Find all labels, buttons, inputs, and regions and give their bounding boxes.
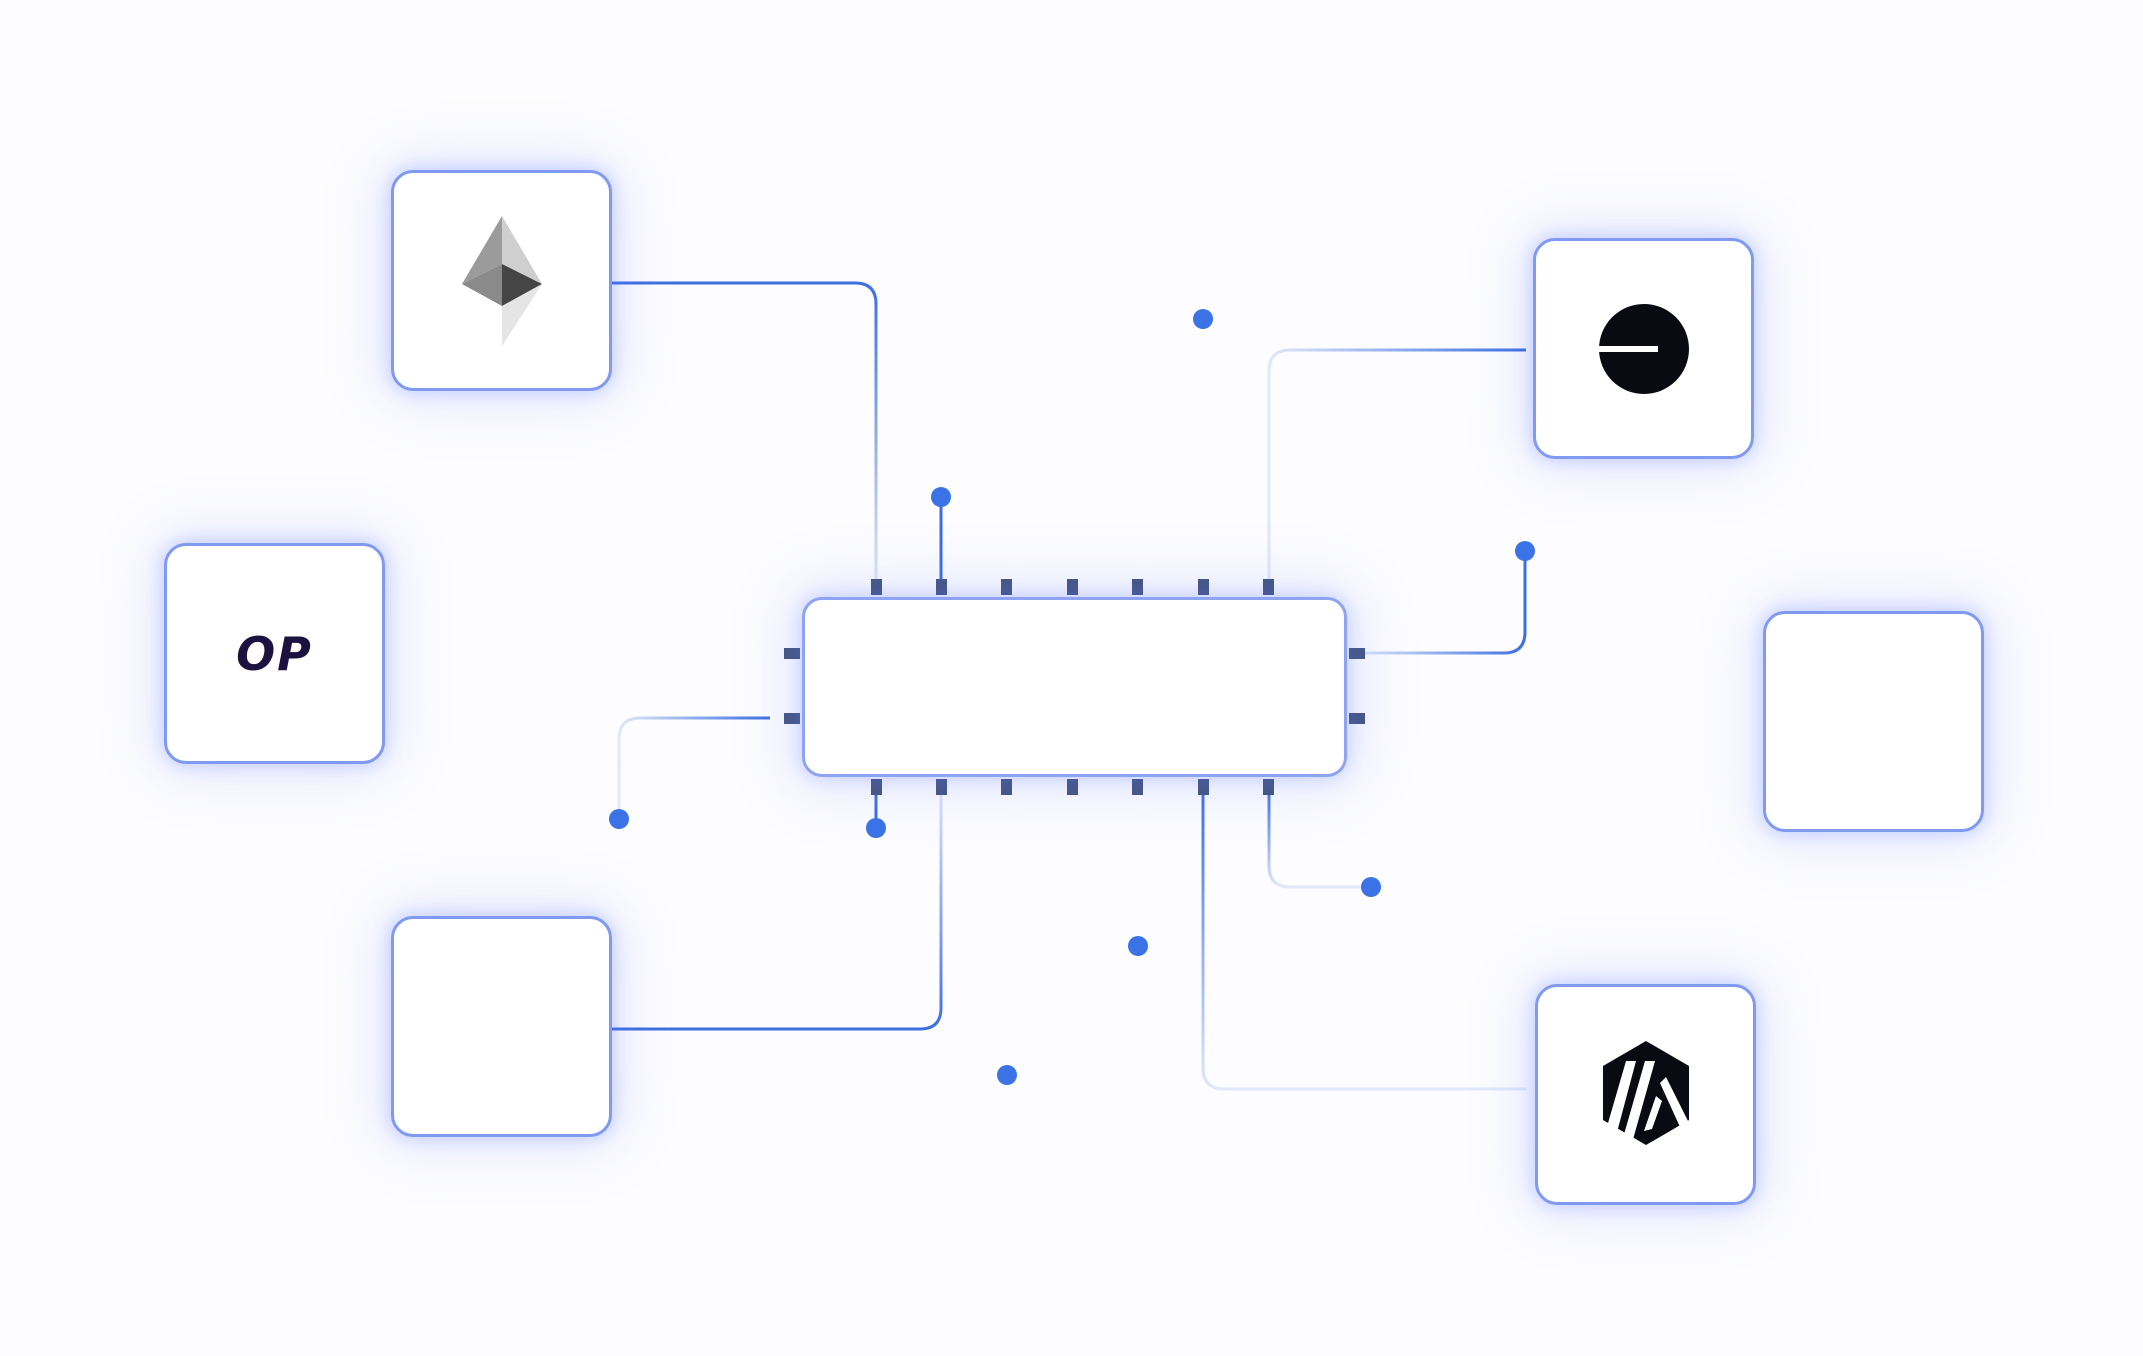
stub-bottom-4	[1267, 788, 1371, 889]
terminal-dot	[931, 487, 951, 507]
node-blank-right[interactable]	[1763, 611, 1984, 832]
node-ethereum[interactable]	[391, 170, 612, 391]
arbitrum-icon	[1602, 1040, 1689, 1145]
node-arbitrum[interactable]	[1535, 984, 1756, 1205]
stub-left-1	[617, 716, 770, 819]
terminal-dot	[866, 818, 886, 838]
optimism-logo: OP	[236, 626, 313, 681]
chip-pins-top	[871, 579, 1274, 595]
wire-lower-left	[612, 788, 943, 1031]
base-icon	[1597, 303, 1689, 394]
terminal-dot	[1361, 877, 1381, 897]
node-blank-lower-left[interactable]	[391, 916, 612, 1137]
wire-base	[1267, 348, 1526, 585]
terminal-dot	[1128, 936, 1148, 956]
terminal-dot	[1515, 541, 1535, 561]
stub-right-1	[1359, 551, 1527, 655]
node-optimism[interactable]: OP	[164, 543, 385, 764]
chip-pins-bottom	[871, 779, 1274, 795]
terminal-dot	[609, 809, 629, 829]
wire-arbitrum	[1201, 788, 1526, 1091]
ethereum-icon	[461, 215, 542, 346]
node-base[interactable]	[1533, 238, 1754, 459]
central-chip	[802, 597, 1347, 777]
chip-pins-side	[784, 648, 1365, 724]
wire-ethereum	[612, 281, 878, 585]
terminal-dot	[1193, 309, 1213, 329]
terminal-dot	[997, 1065, 1017, 1085]
